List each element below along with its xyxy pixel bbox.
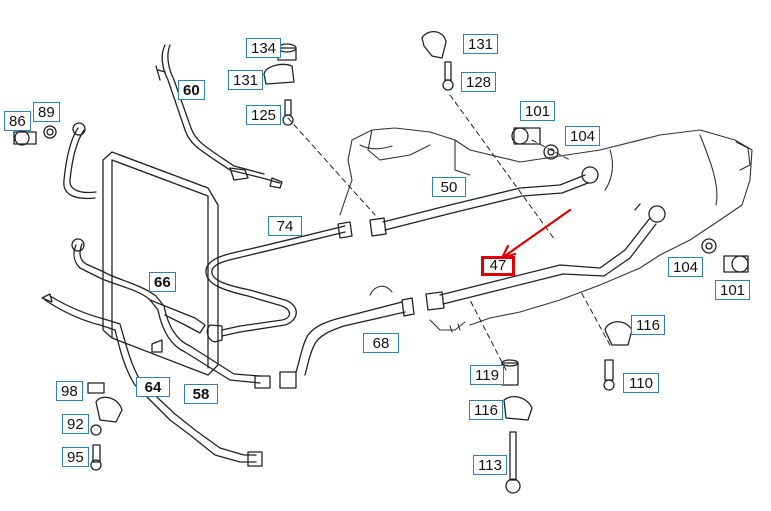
label-113: 113 <box>473 455 507 475</box>
label-95: 95 <box>62 447 89 467</box>
label-128: 128 <box>461 72 497 92</box>
label-89: 89 <box>33 102 60 122</box>
fittings <box>13 31 749 494</box>
highlight-arrow <box>500 208 572 260</box>
label-104: 104 <box>565 126 601 146</box>
radiator <box>102 151 219 376</box>
label-98: 98 <box>56 381 83 401</box>
label-50: 50 <box>432 177 466 197</box>
oil-line-68 <box>295 297 415 376</box>
label-116-lower: 116 <box>469 400 503 420</box>
oil-line-64 <box>41 293 263 467</box>
label-66: 66 <box>149 272 176 292</box>
leader-lines <box>287 94 611 371</box>
label-60: 60 <box>178 80 205 100</box>
label-125: 125 <box>246 105 282 125</box>
label-101: 101 <box>520 101 556 121</box>
label-101-right: 101 <box>715 280 751 300</box>
label-68: 68 <box>363 333 399 353</box>
label-131: 131 <box>228 70 264 90</box>
oil-line-50 <box>369 166 599 237</box>
label-92: 92 <box>62 414 89 434</box>
label-74: 74 <box>268 216 302 236</box>
label-116: 116 <box>631 315 665 335</box>
label-104-right: 104 <box>668 257 704 277</box>
label-64: 64 <box>136 377 170 397</box>
transmission-housing <box>339 127 753 333</box>
label-131-clip: 131 <box>463 34 499 54</box>
oil-line-74 <box>205 221 353 343</box>
label-119: 119 <box>470 365 504 385</box>
label-58: 58 <box>184 384 218 404</box>
label-110: 110 <box>623 373 659 393</box>
label-86: 86 <box>4 111 31 131</box>
label-47-highlighted: 47 <box>481 256 515 276</box>
oil-line-47 <box>425 203 666 311</box>
label-134: 134 <box>246 38 282 58</box>
oil-line-60 <box>155 44 283 189</box>
oil-line-66 <box>63 122 297 389</box>
